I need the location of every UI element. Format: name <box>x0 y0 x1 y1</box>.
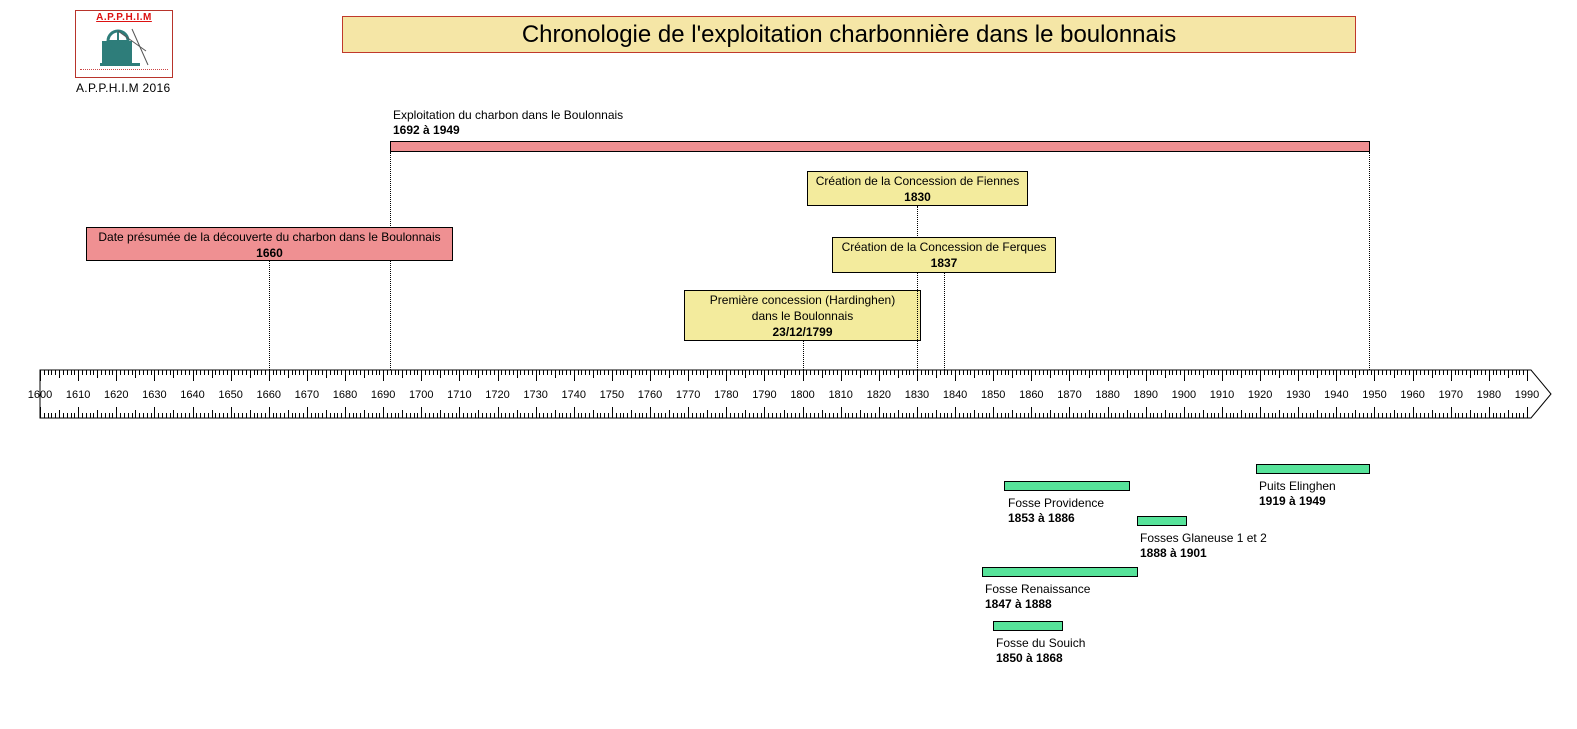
logo-title: A.P.P.H.I.M <box>96 12 152 23</box>
axis-tick-label: 1720 <box>485 389 509 401</box>
event-1799-line <box>803 341 804 370</box>
event-1837-label: Création de la Concession de Ferques <box>841 240 1047 254</box>
axis-ticks <box>40 370 1528 418</box>
axis-tick-label: 1710 <box>447 389 471 401</box>
axis-tick-label: 1630 <box>142 389 166 401</box>
event-1660-date: 1660 <box>256 246 283 260</box>
chart-title: Chronologie de l'exploitation charbonniè… <box>342 16 1356 53</box>
event-1837-line <box>944 273 945 370</box>
axis-tick-label: 1970 <box>1439 389 1463 401</box>
main-span-end-line <box>1369 152 1370 370</box>
period-glaneuse-bar <box>1137 516 1187 526</box>
main-span-dates: 1692 à 1949 <box>393 123 460 137</box>
period-glaneuse-label: Fosses Glaneuse 1 et 2 <box>1140 531 1267 545</box>
event-1837-box: Création de la Concession de Ferques 183… <box>832 237 1056 273</box>
period-renaissance-dates: 1847 à 1888 <box>985 597 1052 611</box>
axis-tick-label: 1800 <box>790 389 814 401</box>
axis-tick-label: 1650 <box>218 389 242 401</box>
axis-tick-label: 1880 <box>1095 389 1119 401</box>
axis-tick-label: 1870 <box>1057 389 1081 401</box>
axis-tick-label: 1660 <box>257 389 281 401</box>
event-1660-line <box>269 261 270 370</box>
period-elinghen-dates: 1919 à 1949 <box>1259 494 1326 508</box>
axis-tick-label: 1700 <box>409 389 433 401</box>
period-glaneuse-dates: 1888 à 1901 <box>1140 546 1207 560</box>
axis-tick-label: 1860 <box>1019 389 1043 401</box>
period-elinghen-bar <box>1256 464 1370 474</box>
axis-tick-label: 1980 <box>1477 389 1501 401</box>
period-souich-bar <box>993 621 1063 631</box>
logo-fine-print <box>80 69 168 72</box>
event-1830-box: Création de la Concession de Fiennes 183… <box>807 171 1028 206</box>
event-1799-label: Première concession (Hardinghen) dans le… <box>709 293 896 323</box>
axis-tick-label: 1840 <box>943 389 967 401</box>
axis-tick-label: 1790 <box>752 389 776 401</box>
event-1830-label: Création de la Concession de Fiennes <box>815 174 1020 188</box>
axis-tick-label: 1610 <box>66 389 90 401</box>
logo-caption: A.P.P.H.I.M 2016 <box>76 81 171 95</box>
axis-tick-label: 1990 <box>1515 389 1539 401</box>
axis-tick-label: 1780 <box>714 389 738 401</box>
axis-tick-label: 1670 <box>295 389 319 401</box>
axis-tick-label: 1920 <box>1248 389 1272 401</box>
main-span-label: Exploitation du charbon dans le Boulonna… <box>393 108 624 122</box>
axis-tick-label: 1810 <box>828 389 852 401</box>
event-1830-date: 1830 <box>904 190 931 204</box>
mine-headframe-icon <box>100 28 149 66</box>
axis-tick-label: 1740 <box>562 389 586 401</box>
period-elinghen-label: Puits Elinghen <box>1259 479 1336 493</box>
event-1830-line <box>917 206 918 370</box>
axis-tick-label: 1830 <box>905 389 929 401</box>
period-renaissance-label: Fosse Renaissance <box>985 582 1091 596</box>
axis-tick-label: 1820 <box>867 389 891 401</box>
axis-tick-label: 1680 <box>333 389 357 401</box>
event-1660-box: Date présumée de la découverte du charbo… <box>86 227 453 261</box>
period-renaissance-bar <box>982 567 1138 577</box>
axis-tick-label: 1640 <box>180 389 204 401</box>
axis-tick-label: 1620 <box>104 389 128 401</box>
axis-tick-label: 1910 <box>1210 389 1234 401</box>
axis-tick-label: 1750 <box>600 389 624 401</box>
axis-tick-label: 1930 <box>1286 389 1310 401</box>
axis-tick-label: 1600 <box>28 389 52 401</box>
axis-tick-label: 1940 <box>1324 389 1348 401</box>
axis-tick-label: 1890 <box>1133 389 1157 401</box>
axis-tick-label: 1950 <box>1362 389 1386 401</box>
axis-tick-label: 1690 <box>371 389 395 401</box>
period-souich-dates: 1850 à 1868 <box>996 651 1063 665</box>
axis-tick-label: 1960 <box>1400 389 1424 401</box>
period-providence-dates: 1853 à 1886 <box>1008 511 1075 525</box>
period-providence-bar <box>1004 481 1130 491</box>
event-1799-box: Première concession (Hardinghen) dans le… <box>684 290 921 341</box>
event-1660-label: Date présumée de la découverte du charbo… <box>98 230 441 244</box>
axis-labels: 1600 1610 1620 1630 1640 1650 1660 1670 1680 1690… <box>28 389 1539 401</box>
apphim-logo: A.P.P.H.I.M <box>75 10 173 78</box>
period-souich-label: Fosse du Souich <box>996 636 1086 650</box>
event-1799-date: 23/12/1799 <box>772 325 833 339</box>
axis-tick-label: 1770 <box>676 389 700 401</box>
axis-tick-label: 1850 <box>981 389 1005 401</box>
main-span-bar <box>390 141 1370 152</box>
axis-tick-label: 1900 <box>1172 389 1196 401</box>
axis-tick-label: 1730 <box>523 389 547 401</box>
period-providence-label: Fosse Providence <box>1008 496 1105 510</box>
main-span-start-line <box>390 152 391 370</box>
event-1837-date: 1837 <box>930 256 958 270</box>
axis-tick-label: 1760 <box>638 389 662 401</box>
